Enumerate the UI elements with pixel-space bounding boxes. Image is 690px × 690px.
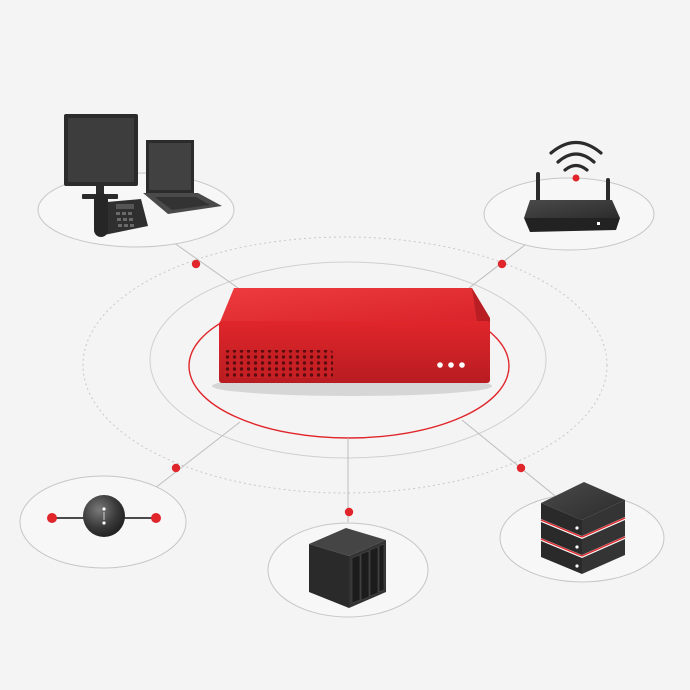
- node-sphere[interactable]: [47, 495, 161, 537]
- hub-vent-grille: [225, 350, 333, 378]
- hub-indicator-led: [437, 362, 443, 368]
- junction-dot-nas: [344, 507, 354, 517]
- junction-dots: [171, 259, 526, 517]
- connector-sphere-node: [149, 421, 241, 493]
- hub-appliance[interactable]: [212, 288, 492, 396]
- nas-drive-icon: [309, 528, 386, 608]
- router-icon: [524, 172, 620, 232]
- outer-orbit-ring: [82, 236, 608, 494]
- desk-phone-icon: [94, 193, 148, 237]
- connector-router: [459, 244, 526, 296]
- node-wireless-router[interactable]: [524, 140, 620, 233]
- node-workstation[interactable]: [64, 114, 222, 237]
- wifi-icon: [549, 140, 603, 172]
- server-stack-icon: [540, 482, 626, 574]
- monitor-icon: [64, 114, 138, 199]
- junction-dot-sphere-node: [171, 463, 181, 473]
- junction-dot-server-stack: [516, 463, 526, 473]
- hub-indicator-led: [459, 362, 465, 368]
- junction-dot-workstation: [191, 259, 201, 269]
- sphere-node-icon: [47, 495, 161, 537]
- hub-top-face: [220, 288, 488, 322]
- laptop-icon: [143, 140, 222, 214]
- hub-indicator-led: [448, 362, 454, 368]
- junction-dot-router: [497, 259, 507, 269]
- wifi-signal-dot: [572, 174, 580, 182]
- node-server-stack[interactable]: [540, 482, 626, 574]
- node-nas-storage[interactable]: [309, 528, 386, 608]
- connector-server-stack: [461, 419, 561, 501]
- connector-lines: [149, 239, 561, 522]
